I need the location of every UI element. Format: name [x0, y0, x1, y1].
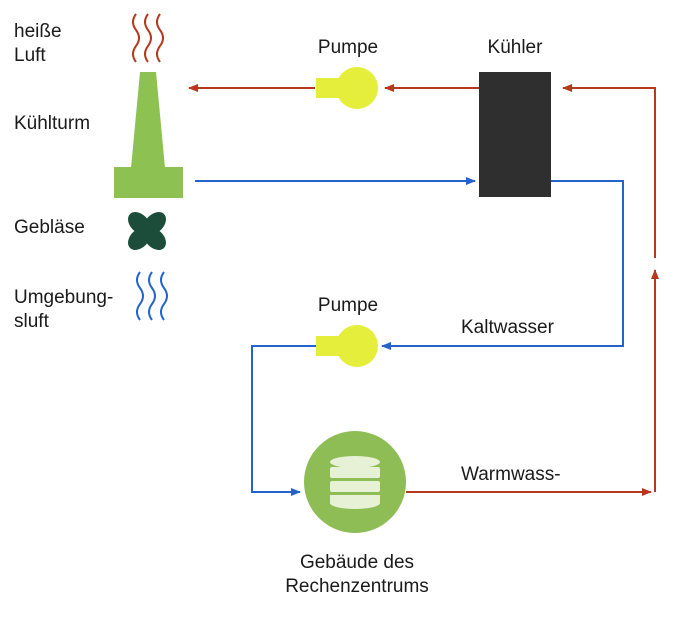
chiller-label: Kühler [487, 37, 543, 58]
data-center-icon [304, 431, 406, 533]
pump-top-label: Pumpe [317, 37, 379, 58]
cold-water-line [381, 180, 624, 350]
pump-mid-icon [316, 325, 378, 367]
ambient-air-label: Umgebung- sluft [14, 287, 114, 332]
fan-label: Gebläse [14, 217, 85, 238]
warm-water-label: Warmwass- [461, 464, 561, 485]
chiller-icon [479, 72, 551, 197]
pump-top-icon [316, 67, 378, 109]
ambient-air-icon [136, 271, 168, 321]
hot-flow-riser-chiller [562, 84, 656, 258]
cooling-tower-icon [114, 72, 183, 198]
hot-air-icon [132, 13, 164, 63]
pump-mid-label: Pumpe [317, 295, 379, 316]
hot-air-label: heiße Luft [14, 21, 62, 66]
cooling-tower-label: Kühlturm [14, 113, 91, 134]
fan-icon [128, 212, 166, 250]
building-label: Gebäude des Rechenzentrums [285, 552, 429, 597]
cold-flow-pump-building [251, 345, 316, 496]
cold-water-label: Kaltwasser [461, 317, 554, 338]
